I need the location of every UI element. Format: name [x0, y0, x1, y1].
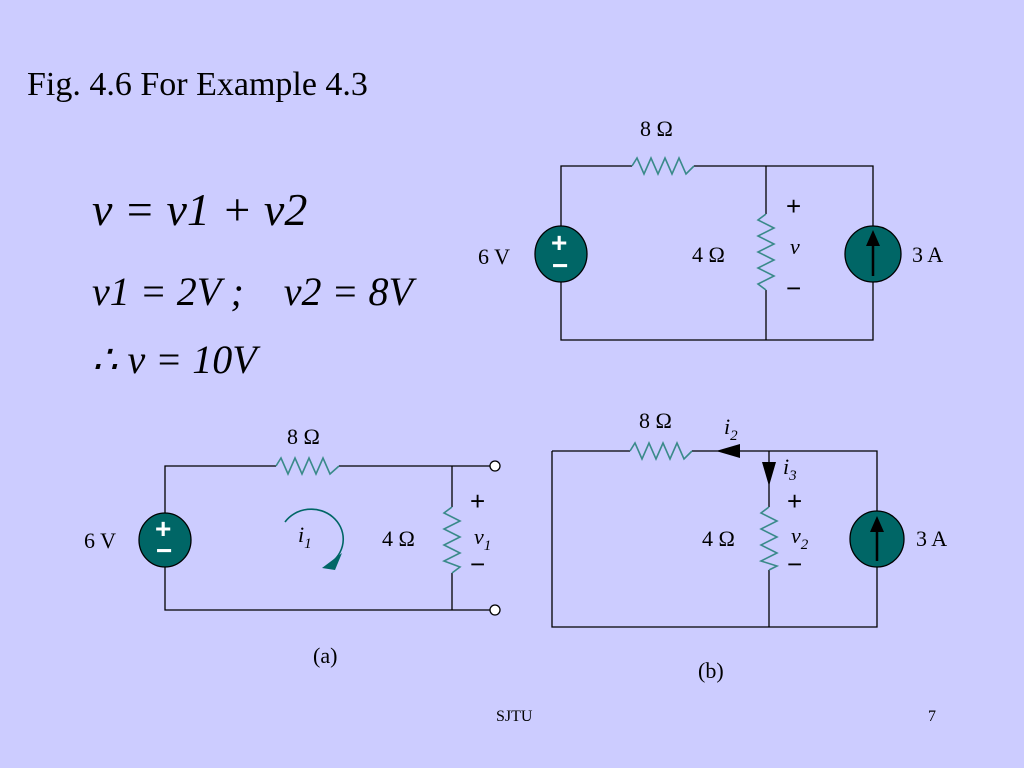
main-label-v: v	[790, 234, 800, 259]
b-i2-arrow-icon	[716, 444, 740, 458]
a-wire-top-left	[164, 465, 276, 526]
main-source-plus: +	[551, 227, 567, 258]
b-resistor-8ohm	[629, 441, 693, 461]
b-plus-v2: +	[787, 486, 802, 516]
main-label-6v: 6 V	[478, 244, 510, 269]
main-resistor-4ohm	[756, 213, 776, 291]
a-wire-bottom	[164, 554, 495, 611]
main-label-4ohm: 4 Ω	[692, 242, 725, 267]
b-wire-left	[551, 451, 878, 628]
footer-institution: SJTU	[496, 708, 533, 725]
main-wire-top-right	[694, 165, 874, 226]
main-label-3a: 3 A	[912, 242, 943, 267]
a-resistor-8ohm	[275, 456, 340, 476]
main-plus-v: +	[786, 191, 801, 221]
main-label-8ohm: 8 Ω	[640, 116, 673, 141]
b-wire-top-right	[692, 450, 878, 511]
b-label-4ohm: 4 Ω	[702, 526, 735, 551]
a-source-plus: +	[155, 513, 171, 544]
equation-result: ∴ v = 10V	[92, 337, 257, 382]
a-label-4ohm: 4 Ω	[382, 526, 415, 551]
b-label-8ohm: 8 Ω	[639, 408, 672, 433]
main-current-arrowhead-icon	[866, 230, 880, 246]
b-current-arrowhead-icon	[870, 516, 884, 532]
a-label-6v: 6 V	[84, 528, 116, 553]
main-source-minus: −	[552, 250, 568, 281]
equation-superposition: v = v1 + v2	[92, 184, 308, 235]
a-label-i1-sub: 1	[304, 536, 312, 552]
b-caption: (b)	[698, 658, 724, 683]
main-resistor-8ohm	[631, 156, 695, 176]
slide-title: Fig. 4.6 For Example 4.3	[27, 66, 368, 103]
b-resistor-4ohm	[758, 506, 780, 571]
main-wire-bottom	[560, 282, 874, 341]
circuit-main: + − 8 Ω 4 Ω 6 V 3 A + v −	[478, 116, 943, 341]
b-label-i2: i2	[724, 414, 738, 444]
equation-components: v1 = 2V ; v2 = 8V	[92, 269, 413, 314]
b-label-v2: v2	[791, 523, 809, 553]
a-source-minus: −	[156, 535, 172, 566]
circuit-a: + − 8 Ω 4 Ω 6 V i1 + v1 − (a)	[84, 424, 501, 668]
b-label-i3-sub: 3	[788, 468, 797, 484]
main-voltage-source	[534, 225, 588, 283]
a-plus-v1: +	[470, 486, 485, 516]
a-label-v1-sub: 1	[484, 538, 492, 554]
a-voltage-source	[138, 512, 192, 568]
main-minus-v: −	[786, 273, 801, 303]
b-i3-arrow-icon	[762, 462, 776, 486]
b-label-i2-sub: 2	[730, 428, 738, 444]
b-minus-v2: −	[787, 549, 802, 579]
circuit-b: 8 Ω i2 i3 4 Ω + v2 − 3 A (b)	[551, 408, 947, 683]
main-wire-top-left	[560, 165, 632, 254]
b-label-3a: 3 A	[916, 526, 947, 551]
a-resistor-4ohm	[442, 506, 462, 574]
a-caption: (a)	[313, 643, 337, 668]
a-label-i1: i1	[298, 522, 312, 552]
a-label-8ohm: 8 Ω	[287, 424, 320, 449]
b-label-i3: i3	[783, 454, 797, 484]
a-terminal-top	[489, 460, 501, 472]
a-terminal-bottom	[489, 604, 501, 616]
slide-page-number: 7	[928, 708, 936, 725]
a-loop-current-arrow-icon	[284, 508, 345, 563]
a-label-v1: v1	[474, 524, 491, 554]
a-minus-v1: −	[470, 549, 485, 579]
a-loop-arrowhead-icon	[322, 553, 342, 570]
b-label-v2-sub: 2	[801, 537, 809, 553]
